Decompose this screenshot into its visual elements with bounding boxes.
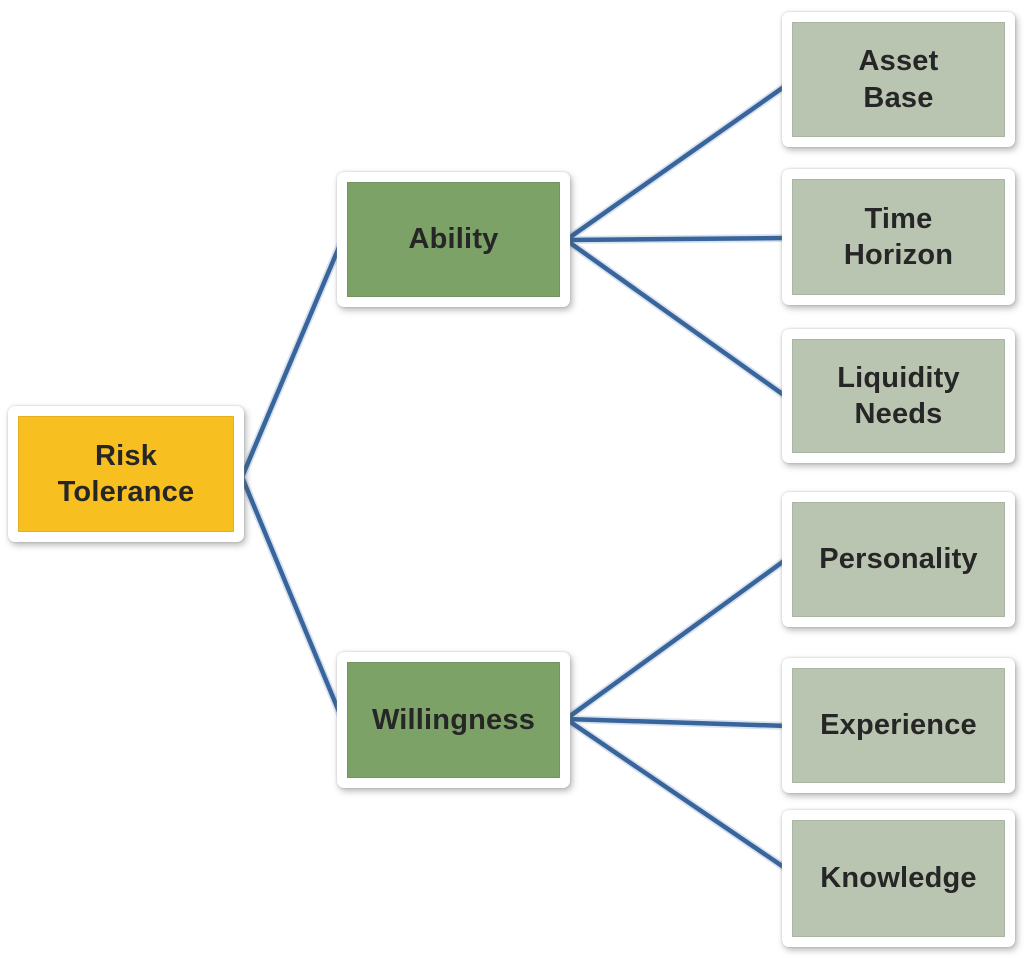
node-knowledge-label: Knowledge bbox=[820, 862, 977, 895]
node-asset-base: Asset Base bbox=[782, 12, 1015, 147]
node-experience-label: Experience bbox=[820, 709, 977, 742]
node-experience-fill: Experience bbox=[792, 668, 1005, 783]
node-personality-fill: Personality bbox=[792, 502, 1005, 617]
connector-root-willingness bbox=[239, 474, 345, 722]
node-time-horizon-label: Time Horizon bbox=[843, 202, 954, 271]
node-asset-base-fill: Asset Base bbox=[792, 22, 1005, 137]
node-liquidity-needs-fill: Liquidity Needs bbox=[792, 339, 1005, 453]
node-risk-tolerance-label: Risk Tolerance bbox=[57, 439, 195, 508]
node-ability-fill: Ability bbox=[347, 182, 560, 297]
node-knowledge-fill: Knowledge bbox=[792, 820, 1005, 937]
node-time-horizon-fill: Time Horizon bbox=[792, 179, 1005, 295]
node-liquidity-needs: Liquidity Needs bbox=[782, 329, 1015, 463]
node-ability: Ability bbox=[337, 172, 570, 307]
node-personality: Personality bbox=[782, 492, 1015, 627]
connector-ability-asset-base bbox=[563, 81, 791, 243]
connector-willingness-knowledge bbox=[563, 716, 791, 873]
node-experience: Experience bbox=[782, 658, 1015, 793]
node-liquidity-needs-label: Liquidity Needs bbox=[837, 361, 960, 430]
connector-ability-liquidity-needs bbox=[563, 237, 791, 401]
node-willingness-fill: Willingness bbox=[347, 662, 560, 778]
connector-root-ability bbox=[239, 237, 345, 480]
node-personality-label: Personality bbox=[819, 543, 978, 576]
node-willingness: Willingness bbox=[337, 652, 570, 788]
connector-willingness-personality bbox=[563, 555, 791, 722]
node-asset-base-label: Asset Base bbox=[858, 45, 939, 114]
node-risk-tolerance: Risk Tolerance bbox=[8, 406, 244, 542]
node-ability-label: Ability bbox=[408, 223, 499, 256]
node-risk-tolerance-fill: Risk Tolerance bbox=[18, 416, 234, 532]
node-time-horizon: Time Horizon bbox=[782, 169, 1015, 305]
connector-willingness-experience bbox=[563, 716, 791, 729]
connector-ability-time-horizon bbox=[563, 235, 791, 243]
node-willingness-label: Willingness bbox=[371, 703, 536, 736]
node-knowledge: Knowledge bbox=[782, 810, 1015, 947]
